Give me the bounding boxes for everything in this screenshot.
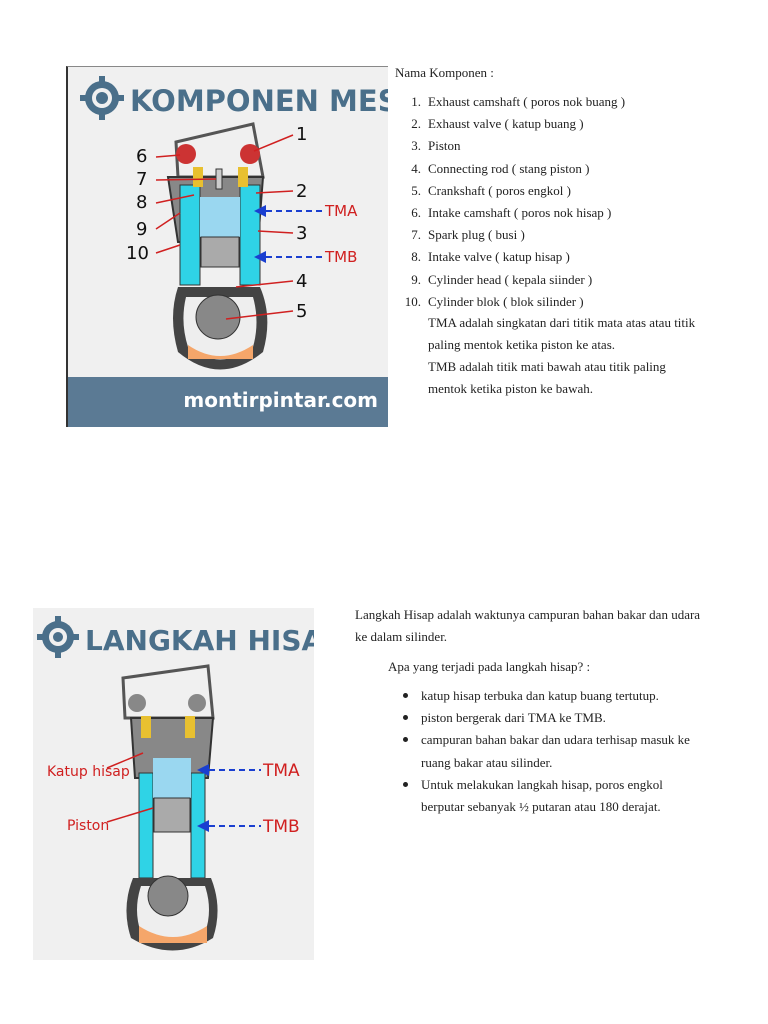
label-5: 5 (296, 301, 307, 322)
components-title: Nama Komponen : (395, 62, 494, 84)
figure2-heading: LANGKAH HISAP (85, 624, 314, 657)
hisap-question: Apa yang terjadi pada langkah hisap? : (388, 656, 590, 678)
label-tma: TMA (324, 202, 358, 220)
list-item: 2.Exhaust valve ( katup buang ) (395, 113, 625, 135)
list-item: 8.Intake valve ( katup hisap ) (395, 246, 625, 268)
label-piston: Piston (67, 818, 109, 834)
label-4: 4 (296, 271, 307, 292)
label-3: 3 (296, 223, 307, 244)
intake-stroke-figure: LANGKAH HISAP Katup hisap Piston (33, 608, 314, 960)
label-tmb: TMB (324, 248, 357, 266)
label-1: 1 (296, 124, 307, 145)
components-list: 1.Exhaust camshaft ( poros nok buang ) 2… (395, 91, 625, 313)
list-item: 1.Exhaust camshaft ( poros nok buang ) (395, 91, 625, 113)
list-item: 7.Spark plug ( busi ) (395, 224, 625, 246)
gear-logo-icon (37, 616, 79, 658)
label-6: 6 (136, 146, 147, 167)
label-2: 2 (296, 181, 307, 202)
list-item: 6.Intake camshaft ( poros nok hisap ) (395, 202, 625, 224)
engine-diagram (168, 124, 267, 370)
engine-components-figure: KOMPONEN MESIN 1 2 3 4 5 6 (66, 66, 388, 427)
label-katup-hisap: Katup hisap (47, 764, 130, 780)
list-item: katup hisap terbuka dan katup buang tert… (400, 685, 700, 707)
tmb-note: TMB adalah titik mati bawah atau titik p… (428, 356, 708, 400)
engine-diagram (123, 666, 218, 951)
label-9: 9 (136, 219, 147, 240)
label-8: 8 (136, 192, 147, 213)
list-item: campuran bahan bakar dan udara terhisap … (400, 729, 700, 773)
list-item: 5.Crankshaft ( poros engkol ) (395, 180, 625, 202)
label-10: 10 (126, 243, 149, 264)
list-item: 4.Connecting rod ( stang piston ) (395, 158, 625, 180)
list-item: 9.Cylinder head ( kepala siinder ) (395, 269, 625, 291)
list-item: 3.Piston (395, 135, 625, 157)
figure1-footer: montirpintar.com (183, 388, 378, 412)
figure1-heading: KOMPONEN MESIN (130, 84, 388, 118)
list-item: Untuk melakukan langkah hisap, poros eng… (400, 774, 700, 818)
gear-logo-icon (80, 76, 124, 120)
list-item: piston bergerak dari TMA ke TMB. (400, 707, 700, 729)
hisap-intro-paragraph: Langkah Hisap adalah waktunya campuran b… (355, 604, 715, 648)
label-tma: TMA (262, 761, 300, 781)
tma-note: TMA adalah singkatan dari titik mata ata… (428, 312, 708, 356)
label-tmb: TMB (262, 817, 300, 837)
label-7: 7 (136, 169, 147, 190)
hisap-bullet-list: katup hisap terbuka dan katup buang tert… (400, 685, 700, 818)
list-item: 10.Cylinder blok ( blok silinder ) (395, 291, 625, 313)
